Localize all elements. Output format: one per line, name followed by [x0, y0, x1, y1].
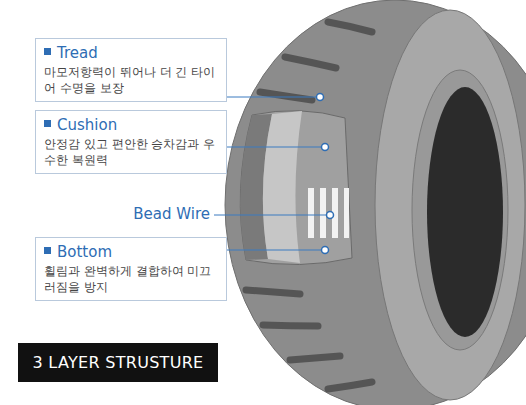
cross-section — [240, 111, 352, 265]
layer-name: Tread — [44, 44, 218, 62]
band-title: 3 LAYER STRUSTURE — [32, 353, 203, 372]
title-band: 3 LAYER STRUSTURE — [18, 343, 218, 382]
bead-wire-slot — [308, 188, 314, 238]
callout-box: Tread 마모저항력이 뛰어나 더 긴 타이어 수명을 보장 — [35, 38, 227, 102]
leader-lines — [214, 97, 327, 250]
tire-hole — [427, 87, 503, 337]
leader-dot — [317, 94, 324, 101]
tread-groove — [285, 57, 336, 68]
tire-rim-seat — [412, 70, 508, 350]
tire-body — [225, 0, 526, 405]
tread-grooves — [246, 22, 372, 389]
callout-box: Cushion 안정감 있고 편안한 승차감과 우수한 복원력 — [35, 110, 227, 174]
tire-sidewall — [375, 10, 525, 400]
tread-groove — [328, 22, 372, 32]
layer-description: 휠림과 완벽하게 결합하여 미끄러짐을 방지 — [44, 263, 218, 295]
layer-name: Cushion — [44, 116, 218, 134]
leader-dots — [317, 94, 334, 254]
tread-groove — [328, 382, 372, 389]
part-label: Bead Wire — [100, 205, 210, 223]
tread-groove — [246, 290, 300, 294]
tread-groove — [263, 325, 318, 326]
leader-line — [225, 250, 322, 251]
leader-dot — [322, 144, 329, 151]
leader-line — [225, 147, 322, 148]
leader-line — [225, 97, 318, 98]
leader-dot — [327, 212, 334, 219]
callout-box: Bottom 휠림과 완벽하게 결합하여 미끄러짐을 방지 — [35, 237, 227, 301]
bead-wire-slot — [344, 188, 349, 238]
tread-groove — [290, 356, 340, 360]
bead-wire-slot — [320, 188, 326, 238]
layer-name: Bottom — [44, 243, 218, 261]
layer-description: 마모저항력이 뛰어나 더 긴 타이어 수명을 보장 — [44, 64, 218, 96]
leader-dot — [322, 247, 329, 254]
layer-description: 안정감 있고 편안한 승차감과 우수한 복원력 — [44, 136, 218, 168]
bead-wires — [308, 188, 349, 238]
cushion-layer — [263, 111, 302, 263]
tread-groove — [260, 92, 312, 100]
leader-line — [214, 215, 327, 216]
